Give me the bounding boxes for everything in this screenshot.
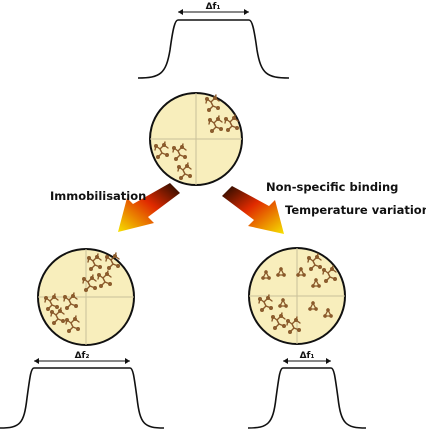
bottom-left-sensor-disc (37, 248, 135, 346)
nonspecific-arrow: Non-specific binding Temperature variati… (222, 180, 426, 234)
immobilisation-label: Immobilisation (50, 189, 146, 203)
bottom-left-spectrum: Δf₂ (0, 351, 165, 429)
top-sensor-disc (149, 92, 243, 186)
top-delta-label: Δf₁ (206, 2, 221, 12)
bottom-right-sensor-disc (248, 247, 346, 345)
nonspecific-label: Non-specific binding (266, 180, 398, 194)
top-spectrum-curve (137, 19, 290, 79)
top-spectrum: Δf₁ (137, 2, 290, 79)
bottom-right-spectrum: Δf₁ (247, 351, 367, 429)
immobilisation-arrow: Immobilisation (50, 183, 180, 232)
bottom-left-delta-label: Δf₂ (75, 351, 90, 361)
bottom-right-delta-label: Δf₁ (300, 351, 315, 361)
bottom-right-spectrum-curve (247, 367, 367, 429)
bottom-left-spectrum-curve (0, 367, 165, 429)
temperature-label: Temperature variations (285, 203, 426, 217)
